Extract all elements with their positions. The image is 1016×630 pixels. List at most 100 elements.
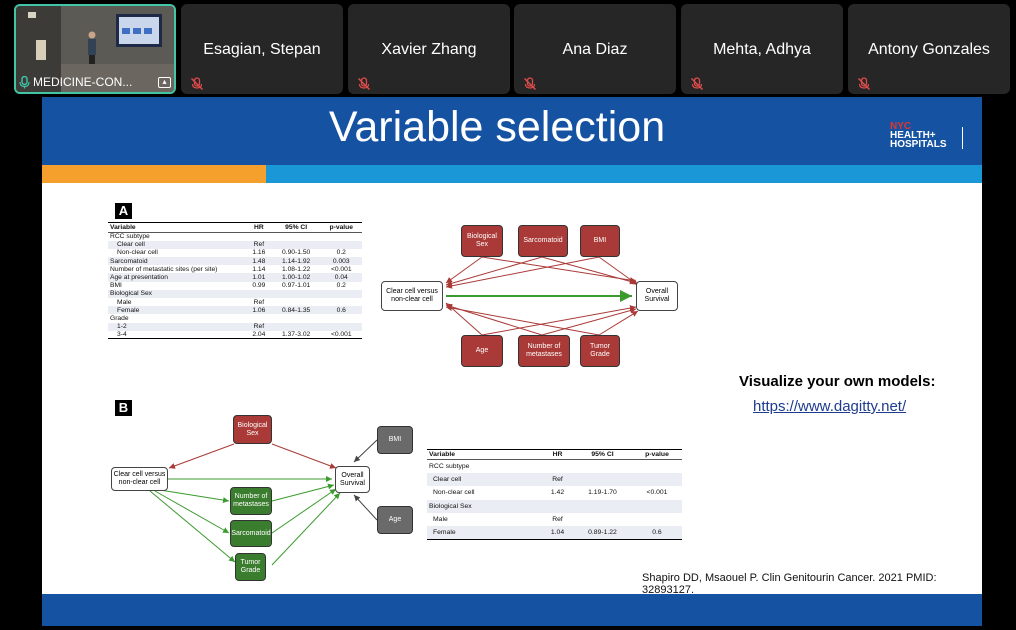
variable-cell: Grade bbox=[110, 314, 129, 322]
hr-cell: Ref bbox=[246, 322, 272, 331]
p-value-cell bbox=[320, 240, 362, 249]
p-value-cell: 0.003 bbox=[320, 257, 362, 266]
ci-cell: 1.37-3.02 bbox=[271, 330, 321, 340]
participant-tile[interactable]: Esagian, Stepan bbox=[181, 4, 343, 94]
table-header: Variable bbox=[108, 222, 246, 233]
variable-cell: Male bbox=[433, 516, 448, 524]
citation: Shapiro DD, Msaouel P. Clin Genitourin C… bbox=[642, 572, 937, 596]
variable-cell: RCC subtype bbox=[110, 233, 150, 241]
ci-cell: 0.90-1.50 bbox=[282, 249, 311, 257]
variable-cell: Male bbox=[117, 298, 132, 306]
muted-mic-icon bbox=[858, 77, 870, 90]
table-header: 95% CI bbox=[573, 449, 632, 460]
shared-slide: Variable selection NYC HEALTH+ HOSPITALS… bbox=[42, 97, 982, 626]
p-value-cell: 0.6 bbox=[320, 306, 362, 315]
table-header: Variable bbox=[427, 449, 542, 460]
participant-tile[interactable]: Ana Diaz bbox=[514, 4, 676, 94]
table-row: Biological Sex bbox=[108, 289, 362, 298]
dag-a-node-tumor-grade: Tumor Grade bbox=[580, 335, 620, 367]
dag-a-node-overall-survival: Overall Survival bbox=[636, 281, 678, 311]
ci-cell bbox=[271, 240, 321, 249]
variable-cell: Sarcomatoid bbox=[108, 257, 246, 266]
ci-cell: 0.84-1.35 bbox=[271, 306, 321, 315]
table-header: p-value bbox=[631, 449, 682, 460]
p-value-cell bbox=[320, 289, 362, 298]
hr-cell: Ref bbox=[542, 472, 574, 487]
slide-title: Variable selection bbox=[328, 103, 666, 151]
table-row: Biological Sex bbox=[427, 499, 682, 514]
p-value-cell: <0.001 bbox=[330, 265, 352, 273]
dag-b-node-tumor-grade: Tumor Grade bbox=[235, 553, 266, 581]
dag-b-node-bmi: BMI bbox=[377, 426, 413, 454]
participant-name: Mehta, Adhya bbox=[713, 41, 811, 58]
participant-name: Ana Diaz bbox=[562, 41, 628, 58]
nyc-health-hospitals-logo: NYC HEALTH+ HOSPITALS bbox=[890, 122, 963, 150]
variable-cell: Clear cell bbox=[427, 472, 542, 487]
dag-a-node-sarcomatoid: Sarcomatoid bbox=[518, 225, 568, 257]
ci-cell: 1.14-1.92 bbox=[271, 257, 321, 266]
participant-strip: MEDICINE-CON... ▴ Esagian, Stepan Xavier… bbox=[0, 0, 1016, 100]
p-value-cell: 0.04 bbox=[320, 273, 362, 282]
table-row: RCC subtype bbox=[108, 233, 362, 241]
p-value-cell bbox=[631, 472, 682, 487]
table-row: Male Ref bbox=[427, 513, 682, 526]
ci-cell: 1.00-1.02 bbox=[271, 273, 321, 282]
dagitty-link[interactable]: https://www.dagitty.net/ bbox=[753, 398, 907, 415]
ci-cell bbox=[271, 322, 321, 331]
dag-a-node-exposure: Clear cell versus non-clear cell bbox=[381, 281, 443, 311]
table-header: 95% CI bbox=[271, 222, 321, 233]
dag-b-node-overall-survival: Overall Survival bbox=[335, 466, 370, 493]
dag-a-node-age: Age bbox=[461, 335, 503, 367]
variable-cell: BMI bbox=[110, 282, 122, 290]
hr-cell: 1.04 bbox=[542, 526, 574, 541]
hr-cell bbox=[542, 499, 574, 514]
dag-b-node-age: Age bbox=[377, 506, 413, 534]
ci-cell: 1.08-1.22 bbox=[282, 265, 311, 273]
muted-mic-icon bbox=[691, 77, 703, 90]
hr-cell: 1.16 bbox=[252, 249, 266, 257]
hr-cell: Ref bbox=[246, 240, 272, 249]
variable-cell: Female bbox=[427, 526, 542, 541]
ci-cell bbox=[573, 499, 632, 514]
variable-cell: Age at presentation bbox=[108, 273, 246, 282]
dag-b-node-exposure: Clear cell versus non-clear cell bbox=[111, 467, 168, 491]
table-row: Number of metastatic sites (per site)1.1… bbox=[108, 265, 362, 273]
variable-cell: Non-clear cell bbox=[117, 249, 158, 257]
dag-b-node-sarcomatoid: Sarcomatoid bbox=[230, 520, 272, 547]
hr-cell: 0.99 bbox=[252, 282, 266, 290]
participant-tile[interactable]: Xavier Zhang bbox=[348, 4, 510, 94]
p-value-cell: 0.2 bbox=[336, 249, 346, 257]
hr-cell: 1.06 bbox=[246, 306, 272, 315]
muted-mic-icon bbox=[358, 77, 370, 90]
microphone-icon[interactable] bbox=[19, 75, 30, 89]
participant-tile[interactable]: Mehta, Adhya bbox=[681, 4, 843, 94]
participant-tile[interactable]: Antony Gonzales bbox=[848, 4, 1010, 94]
p-value-cell: 0.6 bbox=[631, 526, 682, 541]
participant-tile-self[interactable]: MEDICINE-CON... ▴ bbox=[14, 4, 176, 94]
slide-header: Variable selection NYC HEALTH+ HOSPITALS bbox=[42, 97, 982, 165]
accent-bar-orange bbox=[42, 165, 266, 183]
participant-name: Esagian, Stepan bbox=[203, 41, 321, 58]
hr-cell: 1.01 bbox=[246, 273, 272, 282]
variable-cell: Non-clear cell bbox=[433, 489, 475, 497]
hr-cell: Ref bbox=[552, 516, 563, 524]
p-value-cell: <0.001 bbox=[646, 489, 668, 497]
screen-share-icon[interactable]: ▴ bbox=[158, 76, 171, 88]
variable-cell: Clear cell bbox=[108, 240, 246, 249]
ci-cell bbox=[573, 472, 632, 487]
variable-cell: Number of metastatic sites (per site) bbox=[110, 265, 218, 273]
p-value-cell: <0.001 bbox=[320, 330, 362, 340]
participant-name: Xavier Zhang bbox=[381, 41, 477, 58]
muted-mic-icon bbox=[191, 77, 203, 90]
dag-arrows bbox=[149, 256, 639, 566]
